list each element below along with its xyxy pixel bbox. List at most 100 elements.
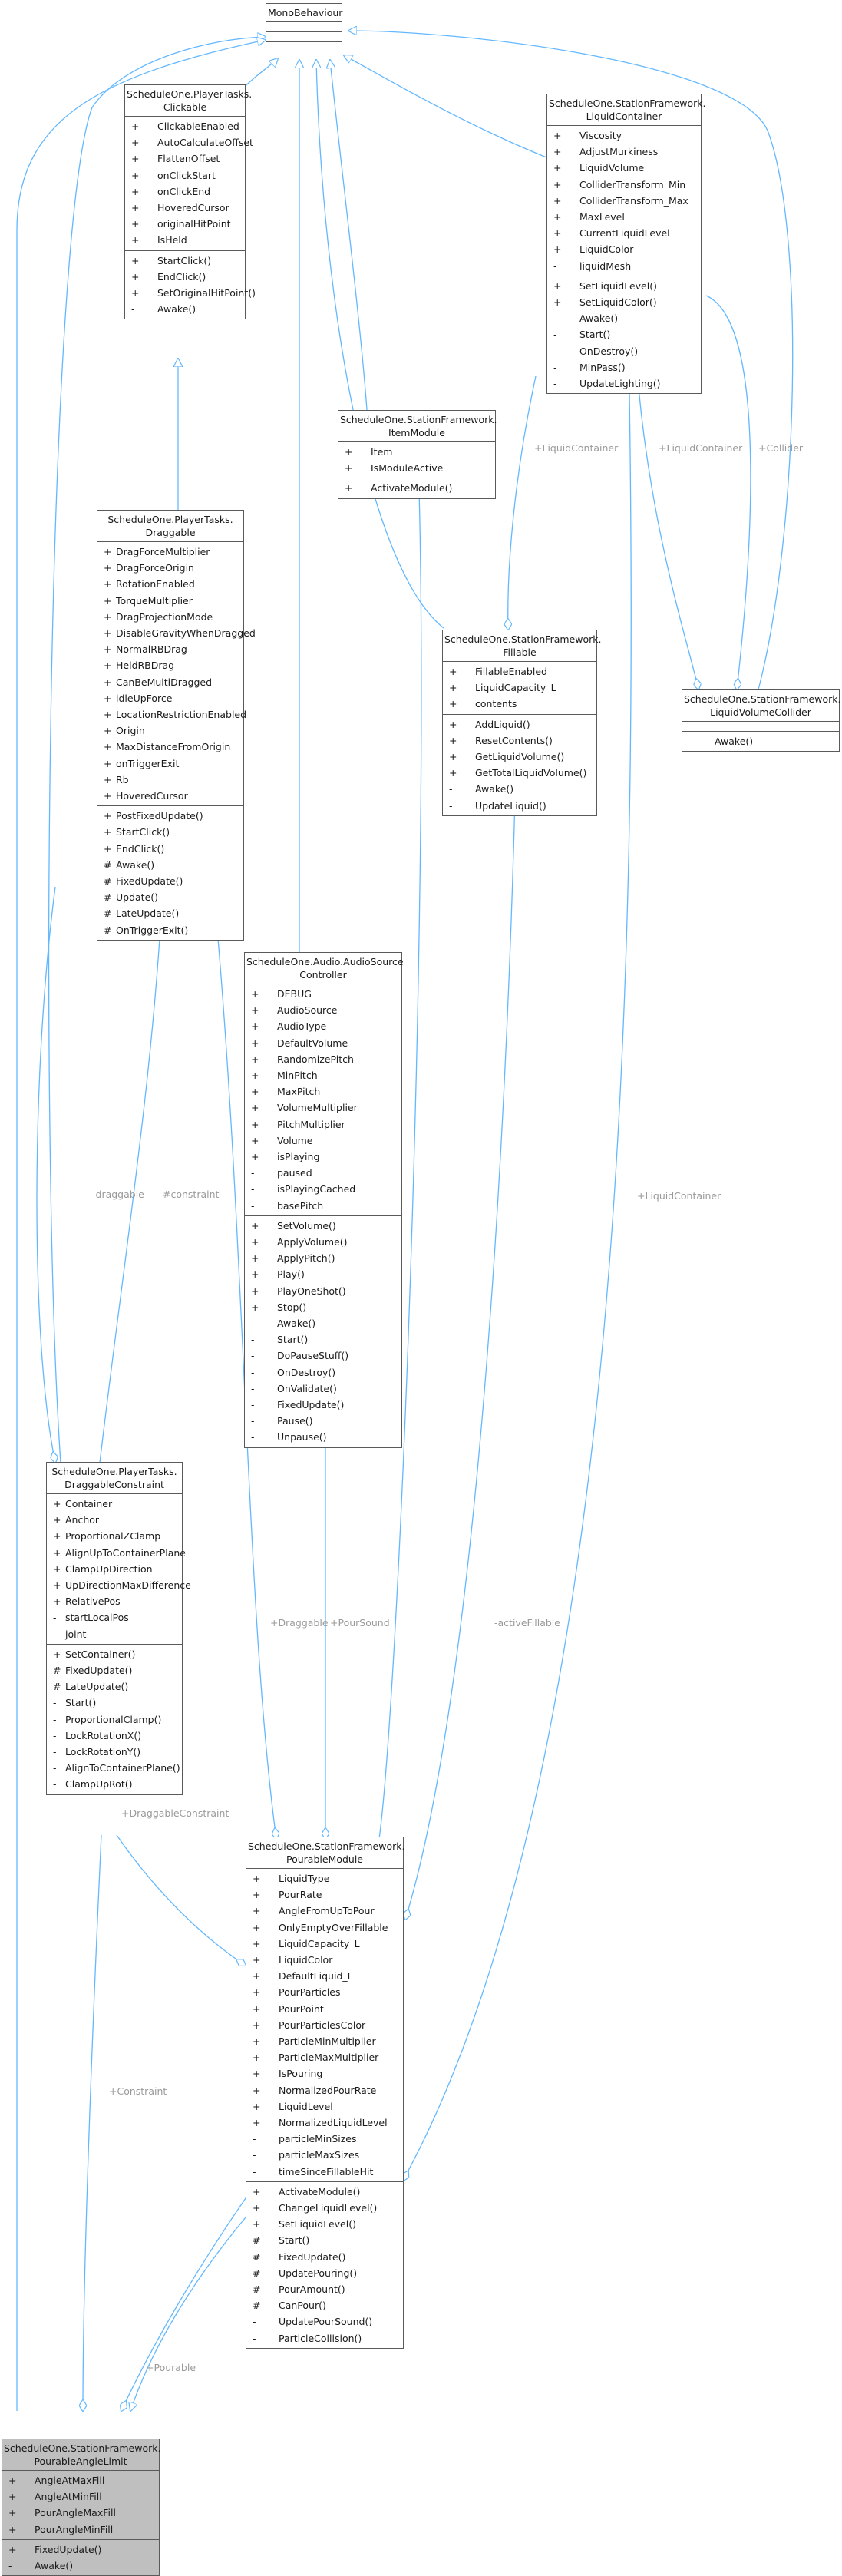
method-row[interactable]: #Awake()	[97, 857, 243, 873]
method-row[interactable]: +SetContainer()	[47, 1646, 182, 1662]
attribute-row[interactable]: +Container	[47, 1496, 182, 1512]
method-row[interactable]: +StartClick()	[97, 824, 243, 840]
attribute-row[interactable]: -joint	[47, 1626, 182, 1642]
method-row[interactable]: +FixedUpdate()	[2, 2541, 159, 2558]
method-row[interactable]: +ResetContents()	[443, 732, 596, 749]
attribute-row[interactable]: +ColliderTransform_Max	[547, 193, 701, 209]
attribute-row[interactable]: +NormalizedPourRate	[246, 2082, 403, 2098]
attribute-row[interactable]: +idleUpForce	[97, 690, 243, 706]
attribute-row[interactable]: +FlattenOffset	[125, 150, 245, 167]
attribute-row[interactable]: -startLocalPos	[47, 1609, 182, 1625]
attribute-row[interactable]: +contents	[443, 696, 596, 712]
method-row[interactable]: +SetLiquidLevel()	[246, 2216, 403, 2232]
attribute-row[interactable]: +LiquidLevel	[246, 2098, 403, 2115]
attribute-row[interactable]: +PourRate	[246, 1887, 403, 1903]
attribute-row[interactable]: +ClampUpDirection	[47, 1561, 182, 1577]
class-box-itemmodule[interactable]: ScheduleOne.StationFramework.ItemModule+…	[338, 410, 497, 499]
attribute-row[interactable]: +DragForceMultiplier	[97, 544, 243, 560]
method-row[interactable]: #LateUpdate()	[97, 905, 243, 921]
method-row[interactable]: -UpdatePourSound()	[246, 2313, 403, 2330]
method-row[interactable]: #OnTriggerExit()	[97, 922, 243, 938]
attribute-row[interactable]: +PourAngleMaxFill	[2, 2505, 159, 2521]
attribute-row[interactable]: +AngleFromUpToPour	[246, 1903, 403, 1919]
attribute-row[interactable]: +RelativePos	[47, 1593, 182, 1609]
method-row[interactable]: -UpdateLighting()	[547, 375, 701, 392]
method-row[interactable]: #FixedUpdate()	[97, 873, 243, 889]
method-row[interactable]: +ActivateModule()	[246, 2184, 403, 2200]
attribute-row[interactable]: +LiquidType	[246, 1870, 403, 1887]
attribute-row[interactable]: +DEBUG	[245, 986, 401, 1002]
attribute-row[interactable]: +isPlaying	[245, 1149, 401, 1165]
class-box-pourablemodule[interactable]: ScheduleOne.StationFramework.PourableMod…	[246, 1837, 404, 2349]
method-row[interactable]: -LockRotationY()	[47, 1744, 182, 1760]
attribute-row[interactable]: +HoveredCursor	[125, 200, 245, 216]
method-row[interactable]: +ApplyPitch()	[245, 1250, 401, 1266]
method-row[interactable]: -OnDestroy()	[245, 1364, 401, 1381]
method-row[interactable]: +Play()	[245, 1266, 401, 1282]
attribute-row[interactable]: +LiquidColor	[547, 241, 701, 257]
attribute-row[interactable]: +CanBeMultiDragged	[97, 674, 243, 690]
method-row[interactable]: -Unpause()	[245, 1429, 401, 1445]
method-row[interactable]: -OnValidate()	[245, 1381, 401, 1397]
method-row[interactable]: -FixedUpdate()	[245, 1397, 401, 1413]
attribute-row[interactable]: +DefaultLiquid_L	[246, 1968, 403, 1984]
attribute-row[interactable]: +ParticleMinMultiplier	[246, 2033, 403, 2049]
method-row[interactable]: #FixedUpdate()	[47, 1662, 182, 1678]
attribute-row[interactable]: +RandomizePitch	[245, 1051, 401, 1067]
attribute-row[interactable]: +originalHitPoint	[125, 216, 245, 232]
attribute-row[interactable]: +FillableEnabled	[443, 663, 596, 680]
class-box-fillable[interactable]: ScheduleOne.StationFramework.Fillable+Fi…	[442, 630, 601, 816]
attribute-row[interactable]: +UpDirectionMaxDifference	[47, 1577, 191, 1593]
attribute-row[interactable]: -particleMinSizes	[246, 2131, 403, 2147]
attribute-row[interactable]: +AutoCalculateOffset	[125, 134, 253, 150]
attribute-row[interactable]: +DragForceOrigin	[97, 560, 243, 576]
attribute-row[interactable]: +HeldRBDrag	[97, 657, 243, 673]
attribute-row[interactable]: +AudioSource	[245, 1002, 401, 1018]
class-box-monobehaviour[interactable]: MonoBehaviour	[266, 3, 342, 42]
method-row[interactable]: -Pause()	[245, 1413, 401, 1429]
method-row[interactable]: +GetLiquidVolume()	[443, 749, 596, 765]
attribute-row[interactable]: +PourParticles	[246, 1984, 403, 2000]
method-row[interactable]: -AlignToContainerPlane()	[47, 1760, 182, 1776]
method-row[interactable]: -Awake()	[443, 781, 596, 797]
attribute-row[interactable]: +RotationEnabled	[97, 576, 243, 592]
method-row[interactable]: +PlayOneShot()	[245, 1283, 401, 1299]
method-row[interactable]: -Awake()	[547, 310, 701, 326]
method-row[interactable]: -ParticleCollision()	[246, 2330, 403, 2346]
attribute-row[interactable]: +ColliderTransform_Min	[547, 177, 701, 193]
method-row[interactable]: +GetTotalLiquidVolume()	[443, 765, 596, 781]
method-row[interactable]: +AddLiquid()	[443, 716, 596, 732]
attribute-row[interactable]: -timeSinceFillableHit	[246, 2164, 403, 2180]
method-row[interactable]: #Update()	[97, 889, 243, 905]
attribute-row[interactable]: +IsModuleActive	[338, 460, 495, 476]
method-row[interactable]: -Awake()	[682, 733, 839, 749]
method-row[interactable]: +ApplyVolume()	[245, 1234, 401, 1250]
attribute-row[interactable]: +VolumeMultiplier	[245, 1100, 401, 1116]
attribute-row[interactable]: +AudioType	[245, 1018, 401, 1034]
method-row[interactable]: -Start()	[47, 1695, 182, 1711]
method-row[interactable]: -Awake()	[245, 1315, 401, 1331]
attribute-row[interactable]: +LiquidVolume	[547, 160, 701, 176]
class-box-liquidvolumecollider[interactable]: ScheduleOne.StationFramework.LiquidVolum…	[682, 689, 840, 752]
attribute-row[interactable]: -isPlayingCached	[245, 1181, 401, 1197]
attribute-row[interactable]: +AngleAtMaxFill	[2, 2472, 159, 2488]
class-box-draggableconstraint[interactable]: ScheduleOne.PlayerTasks.DraggableConstra…	[46, 1462, 191, 1795]
method-row[interactable]: -ProportionalClamp()	[47, 1711, 182, 1728]
class-box-clickable[interactable]: ScheduleOne.PlayerTasks.Clickable+Clicka…	[124, 84, 256, 320]
method-row[interactable]: +SetLiquidLevel()	[547, 278, 701, 294]
attribute-row[interactable]: +LiquidCapacity_L	[246, 1936, 403, 1952]
attribute-row[interactable]: +MaxPitch	[245, 1083, 401, 1100]
attribute-row[interactable]: +PourAngleMinFill	[2, 2521, 159, 2538]
method-row[interactable]: -ClampUpRot()	[47, 1776, 182, 1792]
attribute-row[interactable]: +ParticleMaxMultiplier	[246, 2049, 403, 2065]
attribute-row[interactable]: +DisableGravityWhenDragged	[97, 625, 256, 641]
attribute-row[interactable]: +Viscosity	[547, 127, 701, 144]
attribute-row[interactable]: -particleMaxSizes	[246, 2147, 403, 2163]
method-row[interactable]: #FixedUpdate()	[246, 2249, 403, 2265]
attribute-row[interactable]: +PitchMultiplier	[245, 1116, 401, 1133]
attribute-row[interactable]: +onClickStart	[125, 167, 245, 184]
class-box-pourableanglelimit[interactable]: ScheduleOne.StationFramework.PourableAng…	[2, 2439, 160, 2576]
attribute-row[interactable]: +TorqueMultiplier	[97, 593, 243, 609]
method-row[interactable]: -Start()	[547, 326, 701, 342]
